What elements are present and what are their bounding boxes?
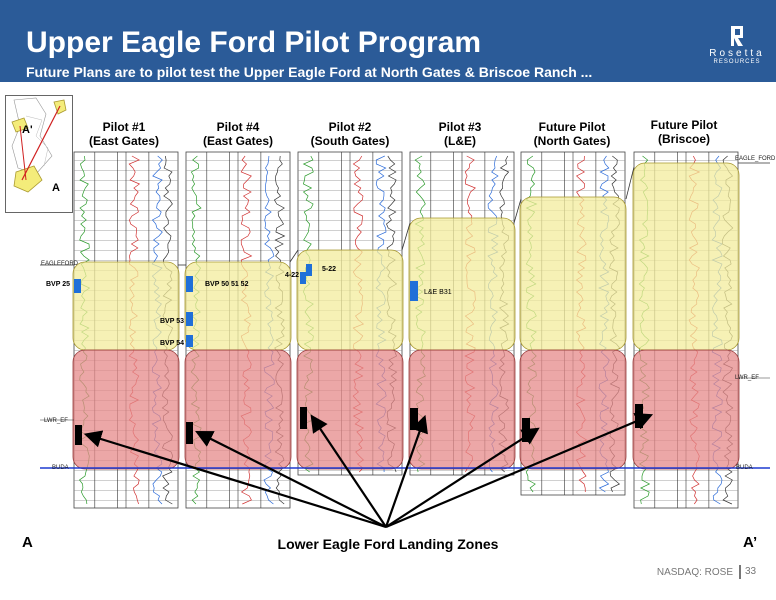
landing-marker-black <box>410 408 418 430</box>
company-logo: Rosetta RESOURCES <box>705 24 769 80</box>
pilot-subtitle: (L&E) <box>444 134 476 148</box>
upper-eagle-ford-zone <box>184 261 292 351</box>
pilot-header-4: Pilot #4 (East Gates) <box>186 120 290 148</box>
landing-arrow <box>384 414 428 528</box>
page-title: Upper Eagle Ford Pilot Program <box>26 26 482 59</box>
zone-overlays <box>72 162 740 470</box>
pilot-title: Pilot #2 <box>328 120 372 134</box>
landing-zones-caption: Lower Eagle Ford Landing Zones <box>277 536 499 552</box>
pilot-header-3: Pilot #3 (L&E) <box>408 120 512 148</box>
page-number: 33 <box>739 565 756 579</box>
landing-arrow <box>83 430 387 529</box>
eagle-ford-correlation-line <box>289 249 299 263</box>
eagle-ford-correlation-line <box>513 198 522 224</box>
pilot-subtitle: (East Gates) <box>202 134 274 148</box>
landing-arrow <box>195 431 387 528</box>
well-marker-blue <box>186 335 193 347</box>
well-marker-blue <box>186 276 193 292</box>
section-end-a: A <box>22 534 33 551</box>
logo-name: Rosetta <box>709 48 765 59</box>
top-buda-right: BUDA <box>736 465 753 471</box>
eagle-ford-correlation-line <box>625 166 635 200</box>
lower-eagle-ford-zone <box>72 349 180 470</box>
page-subtitle: Future Plans are to pilot test the Upper… <box>26 64 593 80</box>
pilot-subtitle: (East Gates) <box>88 134 160 148</box>
upper-eagle-ford-zone <box>408 217 516 351</box>
pilot-title: Pilot #3 <box>438 120 482 134</box>
lower-eagle-ford-zone <box>632 349 740 470</box>
pilot-title: Pilot #4 <box>216 120 260 134</box>
pilot-subtitle: (South Gates) <box>310 134 390 148</box>
pilot-header-north-gates: Future Pilot (North Gates) <box>520 120 624 148</box>
upper-eagle-ford-zone <box>519 196 627 351</box>
landing-marker-black <box>635 404 643 428</box>
top-lwr-ef-left: LWR_EF <box>44 418 68 424</box>
label-bvp-53: BVP 53 <box>160 318 184 325</box>
pilot-title: Future Pilot <box>538 120 606 134</box>
lower-eagle-ford-zone <box>184 349 292 470</box>
landing-marker-black <box>75 425 82 445</box>
well-marker-blue <box>410 281 418 301</box>
inset-label-a: A <box>52 182 60 194</box>
label-le-b31: L&E B31 <box>424 289 452 296</box>
pilot-header-1: Pilot #1 (East Gates) <box>72 120 176 148</box>
landing-marker-black <box>300 407 307 429</box>
lower-eagle-ford-zone <box>408 349 516 470</box>
pilot-title: Future Pilot <box>650 118 718 132</box>
pilot-header-2: Pilot #2 (South Gates) <box>298 120 402 148</box>
label-bvp-54: BVP 54 <box>160 340 184 347</box>
label-5-22: 5-22 <box>322 266 337 273</box>
footer-ticker: NASDAQ: ROSE <box>656 567 733 578</box>
landing-arrow <box>385 427 540 528</box>
upper-eagle-ford-zone <box>632 162 740 351</box>
section-end-a-prime: A’ <box>743 534 758 551</box>
title-banner <box>0 0 776 82</box>
pilot-subtitle: (North Gates) <box>533 134 611 148</box>
landing-zone-arrows <box>83 413 654 529</box>
lower-eagle-ford-zone <box>296 349 404 470</box>
upper-eagle-ford-zone <box>72 261 180 351</box>
upper-eagle-ford-zone <box>296 249 404 351</box>
locator-map: A' A <box>5 95 73 213</box>
landing-arrow <box>385 413 654 529</box>
logo-icon <box>731 26 743 46</box>
locator-map-graphic <box>11 97 67 193</box>
well-marker-blue <box>306 264 312 276</box>
lower-eagle-ford-zone <box>519 349 627 470</box>
pilot-subtitle: (Briscoe) <box>657 132 710 146</box>
logo-subtext: RESOURCES <box>713 59 761 65</box>
pilot-header-briscoe: Future Pilot (Briscoe) <box>632 118 736 146</box>
eagle-ford-correlation-line <box>401 222 411 251</box>
well-marker-blue <box>186 312 193 326</box>
top-eagleford-left: EAGLEFORD <box>41 261 79 267</box>
well-marker-blue <box>300 272 306 284</box>
landing-arrow <box>310 414 387 528</box>
label-bvp-50-51-52: BVP 50 51 52 <box>205 281 249 288</box>
top-lwr-ef-right: LWR_EF <box>735 375 759 381</box>
inset-label-a-prime: A' <box>22 124 33 136</box>
top-eagle-ford-right: EAGLE_FORD <box>735 156 776 162</box>
top-buda-left: BUDA <box>52 465 69 471</box>
label-4-22: 4-22 <box>285 272 300 279</box>
label-bvp-25: BVP 25 <box>46 281 70 288</box>
landing-marker-black <box>186 422 193 444</box>
correlation-lines <box>40 162 770 469</box>
pilot-title: Pilot #1 <box>102 120 146 134</box>
well-marker-blue <box>74 279 81 293</box>
